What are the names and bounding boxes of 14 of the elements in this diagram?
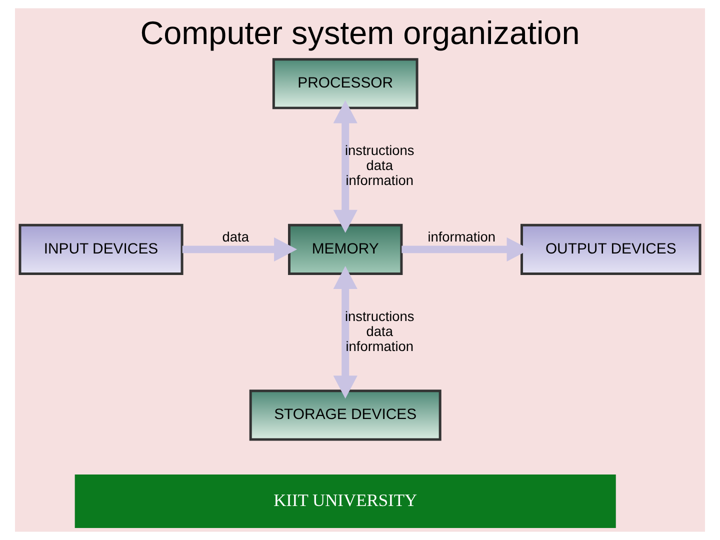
node-box: STORAGE DEVICES (249, 390, 442, 441)
node-box: MEMORY (288, 224, 403, 275)
edge-label: information (428, 230, 496, 245)
node-box: OUTPUT DEVICES (520, 224, 702, 275)
label: KIIT UNIVERSITY (274, 490, 418, 510)
diagram-title: Computer system organization (140, 15, 580, 52)
arrow (333, 100, 358, 233)
arrow (182, 237, 298, 262)
edge-label: instructions data information (344, 143, 414, 188)
edge-label: instructions data information (344, 308, 414, 354)
node-box: PROCESSOR (272, 58, 418, 110)
arrow (333, 266, 358, 399)
edge-label: data (222, 230, 249, 245)
node-box: INPUT DEVICES (18, 224, 184, 275)
